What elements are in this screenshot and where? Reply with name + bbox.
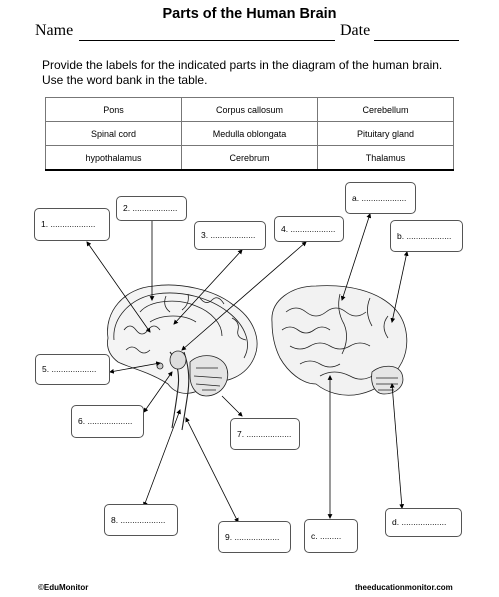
label-box-a[interactable]: a. ...................	[345, 182, 416, 214]
label-box-9[interactable]: 9. ...................	[218, 521, 291, 553]
label-box-5[interactable]: 5. ...................	[35, 354, 110, 385]
leader-lines	[86, 213, 409, 523]
label-box-2[interactable]: 2. ...................	[116, 196, 187, 221]
label-box-c[interactable]: c. .........	[304, 519, 358, 553]
word-bank-table: Pons Corpus callosum Cerebellum Spinal c…	[45, 97, 454, 171]
leader-line-8	[143, 409, 181, 507]
label-box-6[interactable]: 6. ...................	[71, 405, 144, 438]
label-box-7[interactable]: 7. ...................	[230, 418, 300, 450]
name-line[interactable]	[79, 26, 335, 41]
label-box-b[interactable]: b. ...................	[390, 220, 463, 252]
word-bank-cell: Spinal cord	[45, 121, 182, 146]
word-bank-cell: Cerebrum	[181, 145, 318, 171]
leader-line-9	[185, 417, 239, 523]
leader-line-4	[181, 241, 307, 351]
label-box-1[interactable]: 1. ...................	[34, 208, 110, 241]
label-box-4[interactable]: 4. ...................	[274, 216, 344, 242]
leader-line-1	[86, 241, 151, 333]
footer-copyright: ©EduMonitor	[38, 583, 89, 592]
word-bank-cell: Medulla oblongata	[181, 121, 318, 146]
lateral-brain-illustration	[271, 285, 408, 396]
instructions: Provide the labels for the indicated par…	[42, 58, 443, 87]
date-line[interactable]	[374, 26, 459, 41]
word-bank-cell: Corpus callosum	[181, 97, 318, 122]
word-bank-row: hypothalamus Cerebrum Thalamus	[45, 145, 454, 171]
date-label: Date	[340, 22, 371, 39]
word-bank-row: Pons Corpus callosum Cerebellum	[45, 97, 454, 122]
name-label: Name	[35, 22, 74, 39]
leader-line-5	[109, 361, 161, 374]
page-title: Parts of the Human Brain	[162, 6, 337, 22]
word-bank-cell: hypothalamus	[45, 145, 182, 171]
leader-line-7	[221, 395, 243, 417]
label-box-3[interactable]: 3. ...................	[194, 221, 266, 250]
leader-line-a	[340, 213, 372, 301]
leader-line-b	[390, 251, 409, 323]
word-bank-cell: Thalamus	[317, 145, 454, 171]
word-bank-cell: Cerebellum	[317, 97, 454, 122]
word-bank-row: Spinal cord Medulla oblongata Pituitary …	[45, 121, 454, 146]
leader-line-6	[143, 371, 173, 413]
word-bank-cell: Pituitary gland	[317, 121, 454, 146]
label-box-d[interactable]: d. ...................	[385, 508, 462, 537]
label-box-8[interactable]: 8. ...................	[104, 504, 178, 536]
leader-line-d	[389, 383, 405, 509]
footer-website: theeducationmonitor.com	[355, 583, 453, 592]
